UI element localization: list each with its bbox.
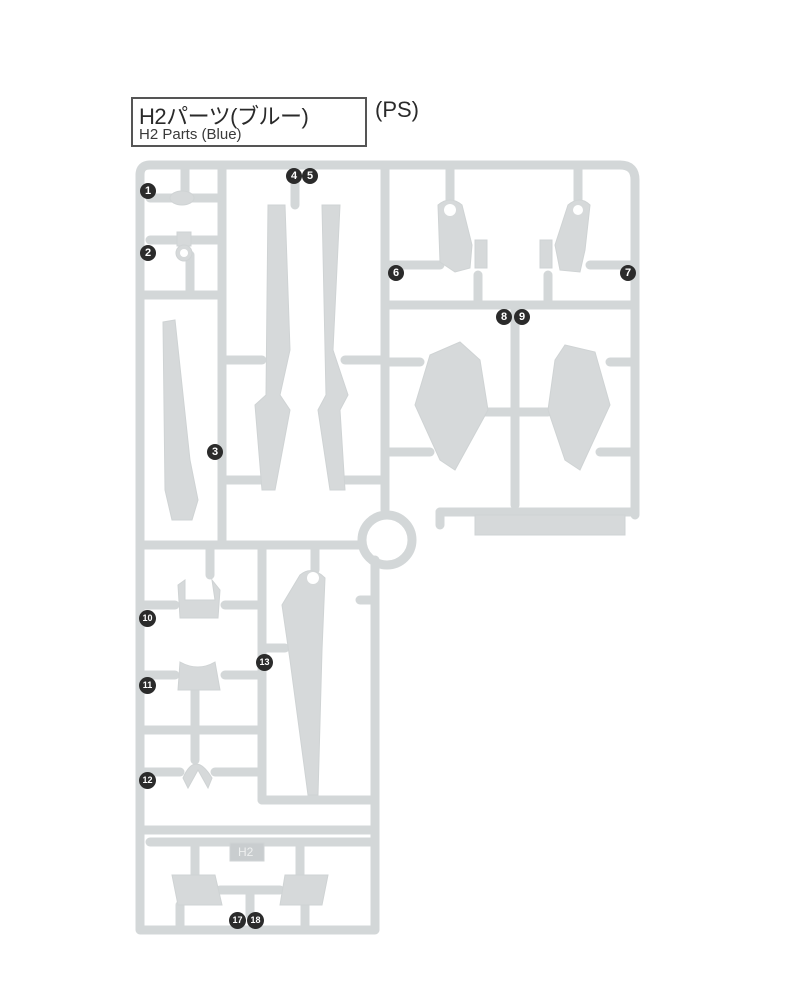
part-12-shape: [182, 763, 213, 790]
part-7-peg: [539, 239, 553, 269]
part-6-peg: [474, 239, 488, 269]
part-1-shape: [169, 190, 195, 206]
part-badge-11: 11: [139, 677, 156, 694]
sprue-tag-plate: [229, 842, 265, 862]
part-4-shape: [254, 204, 291, 491]
part-17-shape: [171, 874, 223, 906]
part-2-shape: [176, 231, 192, 247]
sprue-title-japanese: H2パーツ(ブルー): [139, 104, 309, 129]
sprue-center-ring: [357, 510, 417, 570]
part-badge-7: 7: [620, 265, 636, 281]
part-badge-4: 4: [286, 168, 302, 184]
part-badge-10: 10: [139, 610, 156, 627]
part-badge-3: 3: [207, 444, 223, 460]
part-holes: [180, 204, 583, 584]
part-badge-13: 13: [256, 654, 273, 671]
part-badge-6: 6: [388, 265, 404, 281]
part-5-shape: [317, 204, 349, 491]
part-badge-5: 5: [302, 168, 318, 184]
part-6-shape: [437, 199, 473, 273]
part-3-shape: [162, 319, 199, 521]
part-badge-12: 12: [139, 772, 156, 789]
part-7-shape: [554, 199, 591, 273]
part-8-shape: [414, 341, 489, 471]
sprue-parts: [162, 190, 626, 906]
material-label: (PS): [375, 97, 419, 122]
part-badge-18: 18: [247, 912, 264, 929]
part-11-shape: [177, 661, 221, 691]
sprue-title-english: H2 Parts (Blue): [139, 126, 242, 143]
part-9-shape: [547, 344, 611, 471]
part-badge-17: 17: [229, 912, 246, 929]
sprue-runner-frame: [135, 160, 640, 935]
part-18-shape: [279, 874, 329, 906]
part-10-shape: [177, 578, 221, 619]
part-badge-1: 1: [140, 183, 156, 199]
sprue-bar: [474, 514, 626, 536]
part-badge-8: 8: [496, 309, 512, 325]
sprue-tag-label: H2: [238, 845, 254, 859]
part-13-shape: [281, 570, 326, 796]
part-badge-9: 9: [514, 309, 530, 325]
part-badge-2: 2: [140, 245, 156, 261]
sprue-title-box: H2パーツ(ブルー) H2 Parts (Blue): [131, 97, 367, 147]
